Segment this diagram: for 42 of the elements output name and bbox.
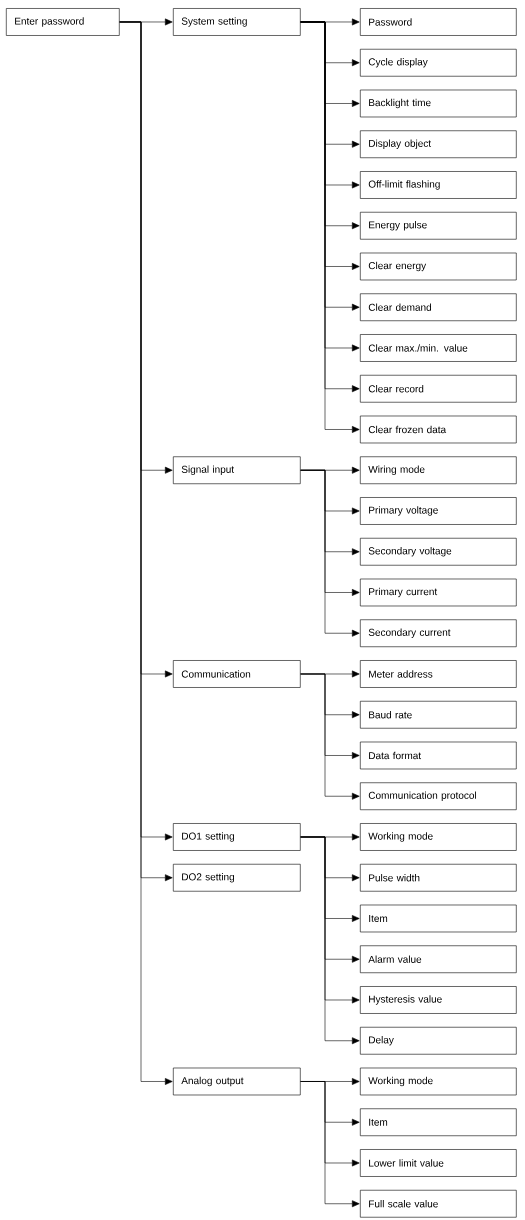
menu-box: Energy pulse: [360, 211, 517, 240]
menu-box: Analog output: [173, 1067, 301, 1096]
menu-box: Primary current: [360, 578, 517, 607]
menu-box: Display object: [360, 130, 517, 159]
menu-box: Secondary voltage: [360, 537, 517, 566]
menu-box: DO2 setting: [173, 863, 301, 892]
menu-box: Lower limit value: [360, 1149, 517, 1177]
menu-box: Full scale value: [360, 1189, 517, 1218]
menu-box: Clear max./min. value: [360, 334, 517, 362]
menu-box: Clear record: [360, 374, 517, 403]
arrow: [300, 1081, 360, 1208]
menu-box: Pulse width: [360, 863, 517, 892]
menu-box: Clear demand: [360, 293, 517, 322]
menu-box: Item: [360, 904, 517, 933]
menu-box: Meter address: [360, 660, 517, 688]
menu-box: Working mode: [360, 823, 517, 851]
menu-box: System setting: [173, 8, 301, 36]
menu-box: Hysteresis value: [360, 986, 517, 1014]
menu-box: Password: [360, 8, 517, 36]
menu-box: Clear frozen data: [360, 415, 517, 444]
menu-box: Secondary current: [360, 619, 517, 648]
arrow: [300, 836, 360, 1045]
menu-box: Enter password: [6, 8, 120, 36]
menu-box: Backlight time: [360, 89, 517, 118]
menu-box: Data format: [360, 741, 517, 770]
menu-box: Primary voltage: [360, 497, 517, 525]
menu-box: Working mode: [360, 1067, 517, 1096]
menu-box: Communication protocol: [360, 782, 517, 811]
menu-box: Wiring mode: [360, 456, 517, 485]
menu-box: Communication: [173, 660, 301, 688]
menu-box: DO1 setting: [173, 823, 301, 851]
arrow: [119, 21, 173, 1085]
menu-box: Delay: [360, 1026, 517, 1055]
menu-box: Cycle display: [360, 48, 517, 77]
menu-box: Alarm value: [360, 945, 517, 974]
menu-box: Item: [360, 1108, 517, 1137]
arrow: [300, 469, 360, 637]
menu-box: Baud rate: [360, 700, 517, 729]
menu-box: Off-limit flashing: [360, 171, 517, 199]
arrow: [300, 673, 360, 800]
menu-box: Signal input: [173, 456, 301, 485]
menu-box: Clear energy: [360, 252, 517, 281]
